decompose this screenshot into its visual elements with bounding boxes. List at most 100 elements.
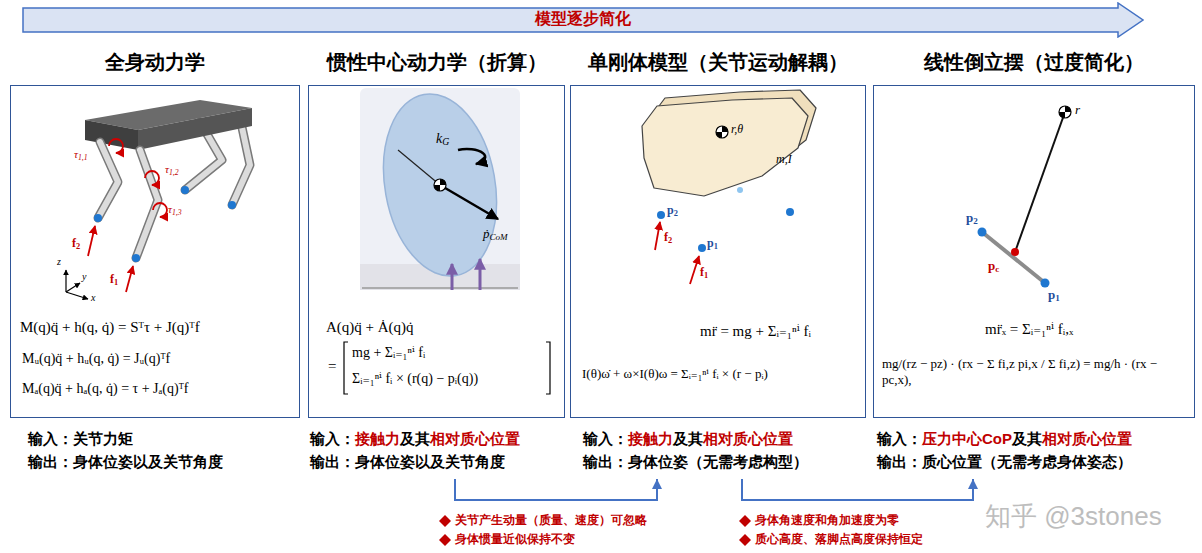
text-run: c bbox=[995, 264, 999, 274]
text-run: f bbox=[110, 272, 114, 286]
foot-point bbox=[657, 211, 665, 219]
equation: Mₐ(q)q̈ + hₐ(q, q̇) = τ + Jₐ(q)ᵀf bbox=[22, 380, 188, 398]
text-run: A(q)q̈ + Ȧ(q)q̇ bbox=[326, 319, 414, 335]
force-arrow bbox=[655, 222, 660, 250]
text-run: M(q)q̈ + h(q, q̇) = Sᵀτ + J(q)ᵀf bbox=[20, 319, 200, 335]
torque-arc bbox=[153, 203, 167, 217]
text-run: 2 bbox=[674, 209, 678, 218]
assumption-note: 身体角速度和角加速度为零 bbox=[755, 513, 899, 528]
text-run: mr̈ₓ = Σᵢ₌₁ⁿⁱ fᵢ,ₓ bbox=[985, 321, 1073, 337]
force-arrow bbox=[690, 256, 699, 284]
text-run: y bbox=[82, 271, 86, 282]
symbol-label: kG bbox=[436, 130, 449, 149]
pendulum-rod bbox=[1015, 112, 1065, 252]
bullet-diamond bbox=[739, 534, 751, 546]
force-arrow bbox=[88, 226, 95, 256]
text-run: 1 bbox=[704, 271, 708, 280]
text-run: 及其 bbox=[673, 430, 703, 447]
text-run: z bbox=[57, 256, 61, 267]
text-run: τ bbox=[165, 163, 169, 175]
com-symbol bbox=[1065, 106, 1071, 112]
text-run: mg/(rz − pz) · (rx − Σ fi,z pi,x / Σ fi,… bbox=[882, 356, 1157, 387]
equation: mg/(rz − pz) · (rx − Σ fi,z pi,x / Σ fi,… bbox=[882, 356, 1187, 389]
robot-foot bbox=[94, 214, 102, 222]
equation: Σᵢ₌₁ⁿⁱ fᵢ × (r(q) − pᵢ(q)) bbox=[352, 370, 478, 388]
text-run: = bbox=[328, 358, 336, 374]
robot-leg bbox=[232, 118, 250, 205]
text-run: r,θ bbox=[731, 122, 743, 136]
io-text: 输出：身体位姿以及关节角度 bbox=[310, 453, 505, 472]
connector-arrow bbox=[455, 479, 657, 500]
text-run: 相对质心位置 bbox=[430, 430, 520, 447]
symbol-label: r bbox=[1075, 102, 1080, 118]
robot-foot bbox=[132, 254, 140, 262]
symbol-label: p2 bbox=[966, 210, 978, 228]
banner-title: 模型逐步简化 bbox=[535, 9, 631, 29]
equation: mr̈ₓ = Σᵢ₌₁ⁿⁱ fᵢ,ₓ bbox=[985, 320, 1073, 339]
text-run: 2 bbox=[76, 242, 80, 251]
ground-line bbox=[362, 287, 518, 289]
text-run: 压力中心CoP bbox=[922, 430, 1012, 447]
com-symbol bbox=[1059, 112, 1065, 118]
com-symbol bbox=[722, 126, 728, 132]
com-symbol bbox=[716, 132, 722, 138]
text-run: p bbox=[707, 236, 714, 250]
io-text: 输出：身体位姿以及关节角度 bbox=[28, 453, 223, 472]
text-run: p bbox=[667, 203, 674, 217]
text-run: 知乎 @3stones bbox=[985, 501, 1162, 531]
foot-point bbox=[786, 208, 794, 216]
text-run: 输入：关节力矩 bbox=[28, 430, 133, 447]
velocity-arrow bbox=[440, 185, 498, 219]
text-run: CoM bbox=[490, 232, 508, 242]
text-run: 1,2 bbox=[169, 168, 179, 177]
panel-frame bbox=[10, 85, 300, 418]
matrix-bracket bbox=[546, 342, 550, 394]
text-run: 1,1 bbox=[78, 153, 88, 162]
text-run: 接触力 bbox=[628, 430, 673, 447]
symbol-label: f2 bbox=[72, 236, 80, 253]
assumption-note: 质心高度、落脚点高度保持恒定 bbox=[755, 532, 923, 547]
axis-label: z bbox=[57, 256, 61, 269]
com-symbol bbox=[716, 126, 728, 138]
robot-foot bbox=[181, 186, 189, 194]
text-run: 输出：质心位置（无需考虑身体姿态） bbox=[877, 453, 1132, 470]
text-run: τ bbox=[168, 203, 172, 215]
com-symbol bbox=[434, 185, 440, 191]
symbol-label: f1 bbox=[110, 272, 118, 289]
column-heading: 惯性中心动力学（折算） bbox=[327, 50, 547, 75]
text-run: x bbox=[91, 292, 95, 303]
io-text: 输出：身体位姿（无需考虑构型） bbox=[583, 453, 808, 472]
symbol-label: f1 bbox=[700, 265, 708, 282]
text-run: 线性倒立摆（过度简化） bbox=[924, 51, 1144, 73]
symbol-label: m,I bbox=[776, 152, 792, 167]
text-run: 1 bbox=[1055, 293, 1060, 303]
rigid-body bbox=[642, 98, 808, 196]
support-line bbox=[982, 232, 1045, 283]
text-run: Mₐ(q)q̈ + hₐ(q, q̇) = τ + Jₐ(q)ᵀf bbox=[22, 381, 188, 396]
io-text: 输入：关节力矩 bbox=[28, 430, 133, 449]
symbol-label: r,θ bbox=[731, 122, 743, 137]
assumption-note: 关节产生动量（质量、速度）可忽略 bbox=[455, 513, 647, 528]
equation: Mᵤ(q)q̈ + hᵤ(q, q̇) = Jᵤ(q)ᵀf bbox=[22, 350, 170, 368]
model-column: 全身动力学输入：关节力矩输出：身体位姿以及关节角度 bbox=[10, 45, 300, 479]
text-run: 2 bbox=[973, 216, 978, 226]
io-text: 输入：接触力及其相对质心位置 bbox=[583, 430, 793, 449]
symbol-label: τ1,1 bbox=[74, 148, 88, 163]
text-run: f bbox=[72, 236, 76, 250]
robot-leg bbox=[136, 150, 158, 258]
equation: A(q)q̈ + Ȧ(q)q̇ bbox=[326, 318, 414, 337]
equation: mg + Σᵢ₌₁ⁿⁱ fᵢ bbox=[352, 344, 425, 362]
text-run: 1 bbox=[114, 278, 118, 287]
symbol-label: ṗCoM bbox=[483, 226, 508, 244]
cop-point bbox=[1011, 248, 1019, 256]
text-run: 及其 bbox=[400, 430, 430, 447]
model-column: 单刚体模型（关节运动解耦）输入：接触力及其相对质心位置输出：身体位姿（无需考虑构… bbox=[570, 45, 866, 479]
text-run: p bbox=[1048, 287, 1055, 302]
robot-body bbox=[138, 108, 252, 150]
text-run: 输入： bbox=[877, 430, 922, 447]
text-run: 模型逐步简化 bbox=[535, 10, 631, 27]
axis-line bbox=[66, 292, 88, 299]
symbol-label: p2 bbox=[667, 203, 678, 220]
text-run: Σᵢ₌₁ⁿⁱ fᵢ × (r(q) − pᵢ(q)) bbox=[352, 371, 478, 386]
